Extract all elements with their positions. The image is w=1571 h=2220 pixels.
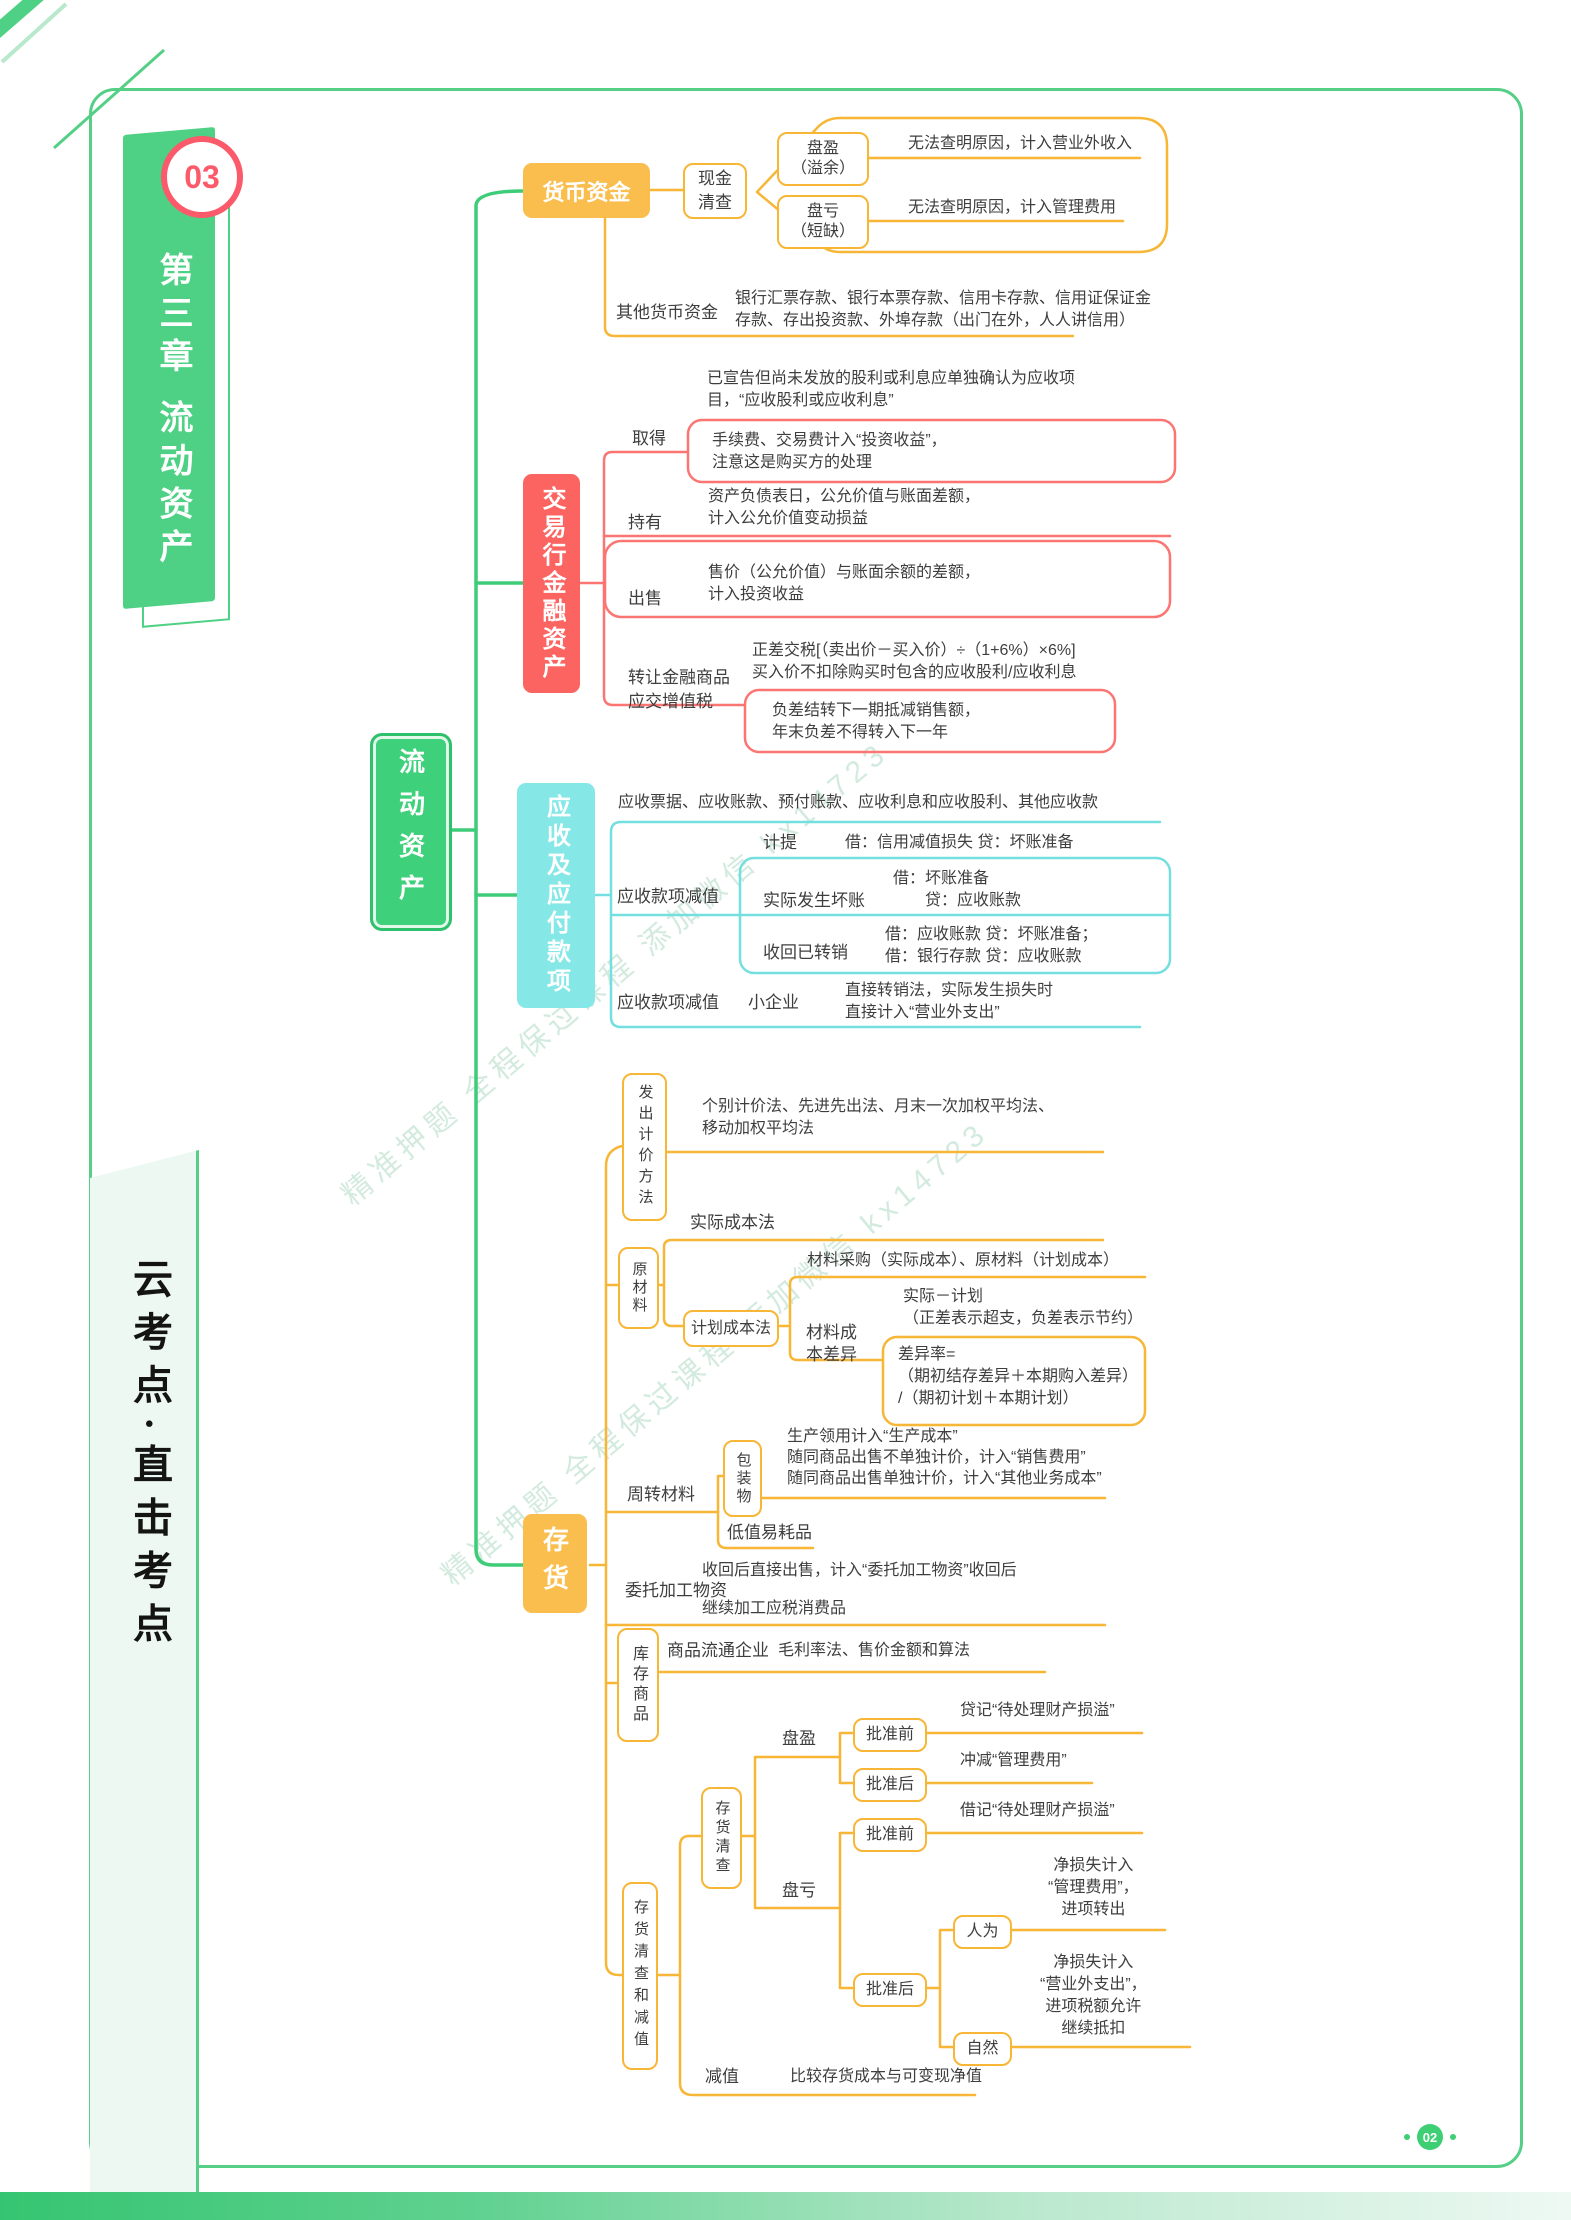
chapter-number-badge: 03 [161,136,243,218]
actual-baddebt-label: 实际发生坏账 [763,891,865,910]
box-shortage: 盘亏 （短缺） [777,195,869,249]
acquire-note1: 已宣告但尚未发放的股利或利息应单独确认为应收项 目，“应收股利或应收利息” [707,370,1076,409]
box-raw-materials: 原材料 [618,1247,659,1329]
box-post-approval-1: 批准后 [853,1768,927,1802]
transfer-note2: 负差结转下一期抵减销售额， 年末负差不得转入下一年 [772,702,981,741]
shortage-note: 无法查明原因，计入管理费用 [908,199,1117,216]
consigned-note-1: 收回后直接出售，计入“委托加工物资”收回后 [702,1562,1017,1579]
small-enterprise-label: 小企业 [748,993,799,1012]
box-planned-cost: 计划成本法 [683,1310,779,1347]
manmade-note: 净损失计入 “管理费用”， 进项转出 [1048,1857,1139,1918]
root-node-current-assets: 流动资产 [370,733,452,931]
natural-note: 净损失计入 “营业外支出”， 进项税额允许 继续抵扣 [1040,1954,1147,2037]
page-number-dot-right [1450,2134,1456,2140]
diff-rate-note: 差异率= （期初结存差异＋本期购入差异） /（期初计划＋本期计划） [898,1346,1139,1407]
provision-label: 计提 [763,833,797,852]
box-inventory-check-impair: 存货清查和减值 [622,1882,658,2070]
small-enterprise-note: 直接转销法，实际发生损失时 直接计入“营业外支出” [845,982,1054,1021]
recover-label: 收回已转销 [763,943,848,962]
side-slogan: 云考点·直击考点 [127,1258,172,1656]
issue-pricing-note: 个别计价法、先进先出法、月末一次加权平均法、 移动加权平均法 [702,1098,1055,1137]
node-trading-financial-assets: 交易行金融资产 [523,474,580,693]
side-panel [90,1150,199,2220]
transfer-label: 转让金融商品 应交增值税 [628,668,730,711]
inv-shortage-label: 盘亏 [782,1881,816,1900]
post-approval-1-note: 冲减“管理费用” [960,1752,1067,1769]
consigned-label: 委托加工物资 [625,1581,727,1600]
low-value-label: 低值易耗品 [727,1523,812,1542]
impairment-label-1: 应收款项减值 [617,887,719,906]
impair-label: 减值 [705,2067,739,2086]
revolving-materials-label: 周转材料 [627,1485,695,1504]
circulation-note: 毛利率法、售价金额和算法 [778,1642,971,1659]
pre-approval-2-note: 借记“待处理财产损溢” [960,1802,1115,1819]
circulation-label: 商品流通企业 [667,1641,769,1660]
packing-note: 生产领用计入“生产成本” 随同商品出售不单独计价，计入“销售费用” 随同商品出售… [787,1428,1102,1487]
impair-note: 比较存货成本与可变现净值 [790,2068,983,2085]
box-cash-check: 现金 清查 [683,163,747,219]
recover-entry: 借：应收账款 贷：坏账准备； 借：银行存款 贷：应收账款 [885,926,1098,965]
box-inventory-check: 存货清查 [701,1787,742,1889]
page-number: 02 [1404,2124,1456,2150]
box-surplus: 盘盈 （溢余） [777,132,869,186]
page-number-value: 02 [1417,2124,1443,2150]
actual-baddebt-entry: 借：坏账准备 贷：应收账款 [893,870,1022,909]
actual-cost-label: 实际成本法 [690,1213,775,1232]
surplus-note: 无法查明原因，计入营业外收入 [908,135,1133,152]
acquire-note2: 手续费、交易费计入“投资收益”， 注意这是购买方的处理 [712,432,947,471]
box-pre-approval-1: 批准前 [853,1718,927,1752]
impairment-label-2: 应收款项减值 [617,993,719,1012]
planned-cost-note: 材料采购（实际成本）、原材料（计划成本） [807,1252,1120,1269]
transfer-note1: 正差交税[（卖出价－买入价）÷（1+6%）×6%] 买入价不扣除购买时包含的应收… [752,642,1077,681]
box-natural: 自然 [953,2032,1012,2066]
box-merchandise: 库存商品 [617,1628,659,1742]
page-number-dot-left [1404,2134,1410,2140]
provision-entry: 借：信用减值损失 贷：坏账准备 [845,834,1074,851]
box-manmade: 人为 [953,1915,1012,1949]
acquire-label: 取得 [632,429,666,448]
box-post-approval-2: 批准后 [853,1973,927,2007]
node-receivables-payables: 应收及应付款项 [517,783,595,1008]
inv-surplus-label: 盘盈 [782,1729,816,1748]
node-inventory: 存货 [523,1514,587,1613]
other-monetary-label: 其他货币资金 [616,303,718,322]
pre-approval-1-note: 贷记“待处理财产损溢” [960,1702,1115,1719]
box-pre-approval-2: 批准前 [853,1818,927,1852]
hold-note: 资产负债表日，公允价值与账面差额， 计入公允价值变动损益 [708,488,981,527]
node-monetary-funds: 货币资金 [523,163,650,218]
material-diff-note: 实际－计划 （正差表示超支，负差表示节约） [903,1288,1144,1327]
sell-label: 出售 [628,589,662,608]
page-frame [89,88,1523,2168]
box-packing: 包装物 [723,1440,762,1517]
consigned-note-2: 继续加工应税消费品 [702,1600,847,1617]
other-monetary-note: 银行汇票存款、银行本票存款、信用卡存款、信用证保证金 存款、存出投资款、外埠存款… [735,290,1152,329]
hold-label: 持有 [628,513,662,532]
bottom-band [0,2192,1571,2220]
receivables-scope: 应收票据、应收账款、预付账款、应收利息和应收股利、其他应收款 [618,794,1099,811]
chapter-title: 第三章 流动资产 [154,252,192,572]
box-issue-pricing: 发出计价方法 [622,1073,667,1221]
sell-note: 售价（公允价值）与账面余额的差额， 计入投资收益 [708,564,981,603]
material-diff-label: 材料成 本差异 [806,1323,857,1364]
